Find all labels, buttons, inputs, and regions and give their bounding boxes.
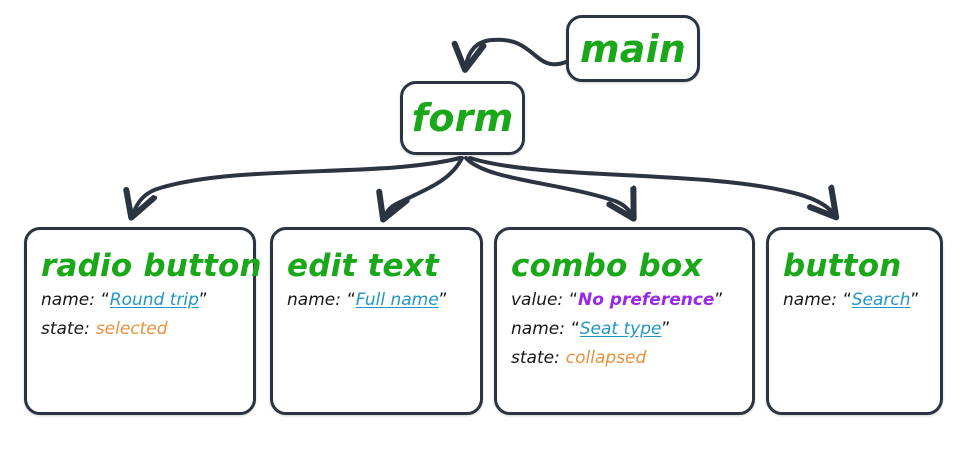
property-value: Seat type bbox=[579, 319, 662, 339]
property-value-wrap: “Search” bbox=[843, 290, 919, 310]
node-form-label: form bbox=[411, 96, 514, 140]
property-name: name: “Seat type” bbox=[511, 319, 752, 339]
property-name: name: “Round trip” bbox=[41, 290, 253, 310]
property-value: Full name bbox=[355, 290, 439, 310]
node-edit-text-label: edit text bbox=[287, 248, 439, 284]
property-value-wrap: “Round trip” bbox=[101, 290, 208, 310]
property-value: Search bbox=[851, 290, 911, 310]
quote-close: ” bbox=[438, 290, 448, 310]
property-list: name: “Full name” bbox=[273, 290, 480, 310]
node-form[interactable]: form bbox=[400, 81, 525, 155]
property-list: name: “Search” bbox=[769, 290, 940, 310]
node-main-label: main bbox=[579, 26, 687, 71]
node-button-label: button bbox=[783, 248, 902, 284]
property-key: state: bbox=[511, 348, 560, 368]
quote-close: ” bbox=[198, 290, 208, 310]
property-list: value: “No preference” name: “Seat type”… bbox=[497, 290, 752, 368]
property-key: name: bbox=[783, 290, 837, 310]
quote-open: “ bbox=[569, 290, 578, 310]
quote-open: “ bbox=[570, 319, 580, 339]
quote-open: “ bbox=[842, 290, 852, 310]
edge-form-to-combo-box bbox=[464, 156, 632, 215]
property-key: name: bbox=[287, 290, 341, 310]
quote-close: ” bbox=[661, 319, 671, 339]
edge-form-to-edit-text bbox=[385, 156, 464, 216]
quote-open: “ bbox=[100, 290, 110, 310]
property-state: state: selected bbox=[41, 319, 253, 339]
property-value-row: value: “No preference” bbox=[511, 290, 752, 310]
property-key: value: bbox=[511, 290, 564, 310]
property-list: name: “Round trip” state: selected bbox=[27, 290, 253, 339]
property-value: Round trip bbox=[109, 290, 199, 310]
property-value-wrap: “Full name” bbox=[347, 290, 448, 310]
edge-form-to-radio-button bbox=[133, 156, 462, 214]
edge-main-to-form bbox=[466, 37, 568, 66]
quote-close: ” bbox=[714, 290, 724, 310]
property-value-wrap: “No preference” bbox=[569, 290, 723, 310]
edge-form-to-button bbox=[468, 156, 834, 214]
property-key: state: bbox=[41, 319, 90, 339]
property-key: name: bbox=[511, 319, 565, 339]
property-value: selected bbox=[95, 319, 168, 339]
property-value: No preference bbox=[577, 290, 715, 310]
property-value-wrap: “Seat type” bbox=[571, 319, 670, 339]
property-name: name: “Search” bbox=[783, 290, 940, 310]
property-state: state: collapsed bbox=[511, 348, 752, 368]
property-name: name: “Full name” bbox=[287, 290, 480, 310]
node-edit-text[interactable]: edit text name: “Full name” bbox=[270, 227, 483, 415]
property-value: collapsed bbox=[565, 348, 647, 368]
node-combo-box[interactable]: combo box value: “No preference” name: “… bbox=[494, 227, 755, 415]
node-radio-button-label: radio button bbox=[41, 248, 262, 284]
node-radio-button[interactable]: radio button name: “Round trip” state: s… bbox=[24, 227, 262, 415]
property-key: name: bbox=[41, 290, 95, 310]
quote-close: ” bbox=[910, 290, 920, 310]
node-button[interactable]: button name: “Search” bbox=[766, 227, 943, 415]
node-combo-box-label: combo box bbox=[511, 248, 703, 284]
node-main[interactable]: main bbox=[566, 15, 700, 82]
quote-open: “ bbox=[346, 290, 356, 310]
